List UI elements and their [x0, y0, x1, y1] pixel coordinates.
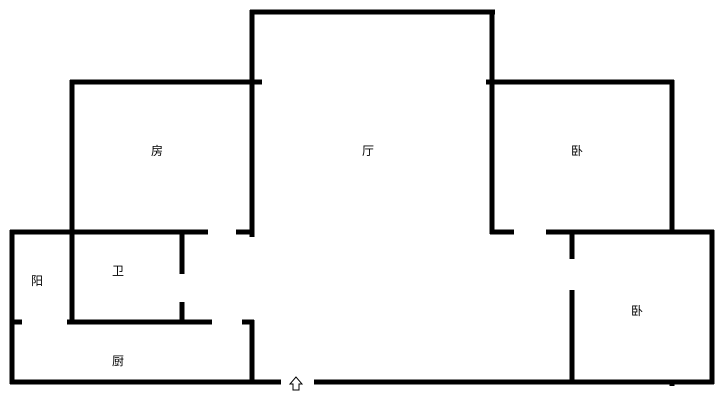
room-label-bedroom-2: 卧 — [630, 304, 644, 318]
room-label-bedroom-1: 卧 — [570, 144, 584, 158]
up-arrow-icon — [288, 376, 304, 391]
room-label-kitchen: 厨 — [111, 354, 125, 368]
room-label-balcony: 阳 — [30, 274, 44, 288]
room-label-bathroom: 卫 — [111, 264, 125, 278]
room-label-living: 厅 — [361, 144, 375, 158]
room-label-room: 房 — [150, 144, 164, 158]
